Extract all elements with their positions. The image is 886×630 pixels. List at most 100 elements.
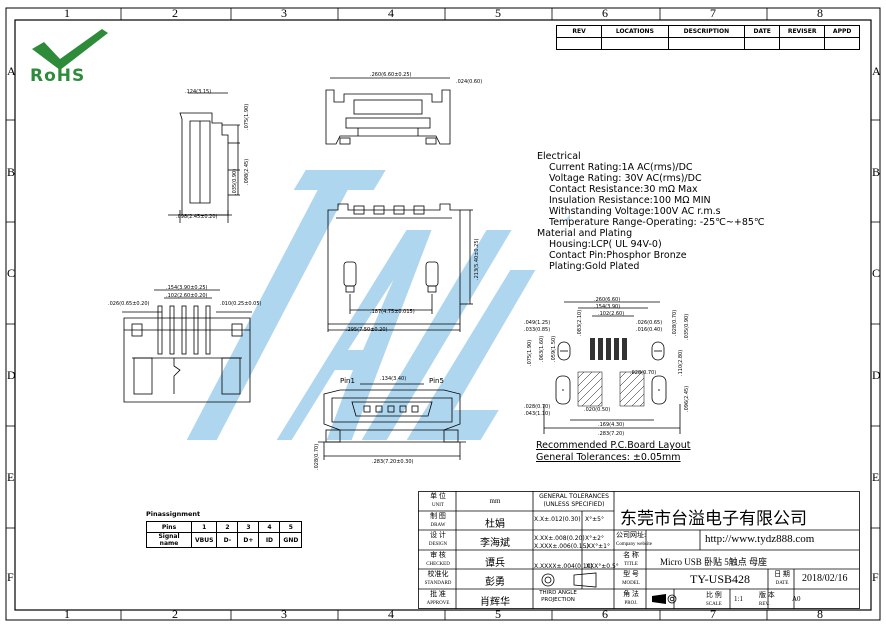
row-label: B bbox=[872, 165, 881, 179]
spec-line: Plating:Gold Plated bbox=[549, 261, 640, 272]
model-label-cn: 型 号 bbox=[623, 570, 639, 578]
angle-tolerance-3: .XX°±1° bbox=[585, 543, 610, 550]
dim-label: .098(2.45±0.20) bbox=[176, 214, 218, 220]
signal-cell: Signal name bbox=[146, 532, 192, 548]
revision-table: REV LOCATIONS DESCRIPTION DATE REVISER A… bbox=[555, 25, 860, 50]
tolerance-header: GENERAL TOLERANCES bbox=[539, 493, 609, 500]
unit-label-en: UNIT bbox=[432, 503, 444, 508]
product-title: Micro USB 卧贴 5触点 母座 bbox=[660, 557, 768, 567]
dim-label: .063(1.60) bbox=[539, 335, 545, 362]
dim-label: .260(6.60±0.25) bbox=[370, 72, 412, 78]
rev-header: LOCATIONS bbox=[601, 25, 669, 38]
pcb-layout-drawing bbox=[543, 301, 681, 434]
rev-label-cn: 版 本 bbox=[759, 591, 775, 599]
dim-label: .102(2.60±0.20) bbox=[166, 293, 208, 299]
dim-label: .098(2.45) bbox=[244, 158, 250, 185]
col-label: 5 bbox=[495, 6, 501, 20]
tolerance-3: X.XXX±.006(0.15) bbox=[534, 543, 589, 550]
model-label-en: MODEL bbox=[622, 581, 640, 586]
row-label: E bbox=[872, 470, 880, 484]
col-label: 2 bbox=[172, 6, 178, 20]
row-label: C bbox=[7, 266, 16, 280]
tolerance-4: X.XXXX±.004(0.10) bbox=[534, 563, 593, 570]
dim-label: .083(2.10) bbox=[577, 309, 583, 336]
pin5-label: Pin5 bbox=[429, 377, 444, 385]
date-label-en: DATE bbox=[775, 581, 789, 586]
dim-label: .283(7.20±0.30) bbox=[372, 459, 414, 465]
dim-label: .035(0.90) bbox=[684, 313, 690, 340]
rev-header: REVISER bbox=[779, 25, 826, 38]
projection-label: PROJECTION bbox=[541, 597, 575, 603]
col-label: 1 bbox=[64, 607, 70, 621]
scale-label-en: SCALE bbox=[706, 602, 722, 607]
spec-line: Insulation Resistance:100 MΩ MIN bbox=[549, 195, 711, 206]
website-url: http://www.tydz888.com bbox=[705, 533, 815, 545]
col-label: 6 bbox=[602, 607, 608, 621]
title-block-grid bbox=[418, 491, 860, 609]
col-label: 7 bbox=[710, 607, 716, 621]
dim-label: .154(3.90) bbox=[594, 304, 621, 310]
spec-line: Temperature Range-Operating: -25℃~+85℃ bbox=[549, 217, 765, 228]
dim-label: .028(0.70) bbox=[314, 443, 320, 470]
pin-cell: 5 bbox=[279, 521, 303, 533]
bottom-view-drawing bbox=[122, 289, 252, 403]
angle-tolerance-4: .XXX°±0.5° bbox=[584, 563, 619, 570]
dim-label: .295(7.50±0.20) bbox=[346, 327, 388, 333]
drawing-date: 2018/02/16 bbox=[802, 573, 848, 584]
row-label: A bbox=[872, 64, 881, 78]
tolerance-subheader: (UNLESS SPECIFIED) bbox=[543, 501, 605, 508]
design-label-cn: 设 计 bbox=[430, 531, 446, 539]
col-label: 2 bbox=[172, 607, 178, 621]
dim-label: .075(1.90) bbox=[244, 103, 250, 130]
date-label-cn: 日 期 bbox=[774, 570, 790, 578]
dim-label: .102(2.60) bbox=[598, 311, 625, 317]
row-label: E bbox=[7, 470, 15, 484]
col-label: 3 bbox=[281, 607, 287, 621]
dim-label: .020(0.50) bbox=[584, 407, 611, 413]
col-label: 7 bbox=[710, 6, 716, 20]
company-name: 东莞市台溢电子有限公司 bbox=[620, 509, 807, 528]
tolerance-2: X.XX±.008(0.20) bbox=[534, 535, 585, 542]
pin-cell: Pins bbox=[146, 521, 192, 533]
standard-label-cn: 校准化 bbox=[427, 570, 449, 578]
draw-label-cn: 制 图 bbox=[430, 512, 446, 520]
spec-line: Voltage Rating: 30V AC(rms)/DC bbox=[549, 173, 702, 184]
design-label-en: DESIGN bbox=[428, 542, 448, 547]
dim-label: .110(2.80) bbox=[678, 349, 684, 376]
rev-header: DESCRIPTION bbox=[667, 25, 746, 38]
rev-value: A0 bbox=[792, 595, 801, 603]
projection-symbol-icon bbox=[652, 594, 677, 604]
third-angle-projection-icon bbox=[541, 572, 597, 588]
website-label-en: Company website bbox=[616, 542, 652, 547]
rev-label-en: REV. bbox=[759, 602, 770, 607]
title-label-cn: 名 称 bbox=[623, 551, 639, 559]
front-view-drawing bbox=[325, 77, 451, 145]
spec-line: Contact Resistance:30 mΩ Max bbox=[549, 184, 698, 195]
row-label: D bbox=[7, 368, 16, 382]
model-number: TY-USB428 bbox=[690, 572, 751, 586]
proj-label-cn: 角 法 bbox=[623, 590, 639, 598]
standard-name: 彭勇 bbox=[485, 577, 505, 588]
col-label: 4 bbox=[388, 6, 394, 20]
pin1-label: Pin1 bbox=[340, 377, 355, 385]
top-view-drawing bbox=[327, 203, 473, 332]
draw-name: 杜娟 bbox=[485, 519, 505, 530]
pin-assignment-table: Pins 1 2 3 4 5 Signal name VBUS D- D+ ID… bbox=[146, 521, 303, 548]
scale-label-cn: 比 例 bbox=[706, 591, 722, 599]
opening-view-drawing bbox=[318, 383, 466, 460]
signal-cell: GND bbox=[279, 532, 303, 548]
pin-cell: 3 bbox=[237, 521, 260, 533]
scale-value: 1:1 bbox=[734, 595, 743, 603]
dim-label: .075(1.90) bbox=[527, 339, 533, 366]
dim-label: .124(3.15) bbox=[185, 89, 212, 95]
approve-label-en: APPROVE bbox=[426, 601, 450, 606]
title-label-en: TITLE bbox=[624, 562, 638, 567]
dim-label: .026(0.65±0.20) bbox=[108, 301, 150, 307]
dim-label: .213(5.40±0.25) bbox=[474, 238, 480, 281]
dim-label: .028(0.70) bbox=[672, 309, 678, 336]
rev-header: DATE bbox=[744, 25, 781, 38]
tolerance-1: X.X±.012(0.30) bbox=[534, 516, 581, 523]
design-name: 李海斌 bbox=[480, 538, 510, 549]
unit-value: mm bbox=[489, 497, 501, 505]
dim-label: .059(1.50) bbox=[551, 335, 557, 362]
